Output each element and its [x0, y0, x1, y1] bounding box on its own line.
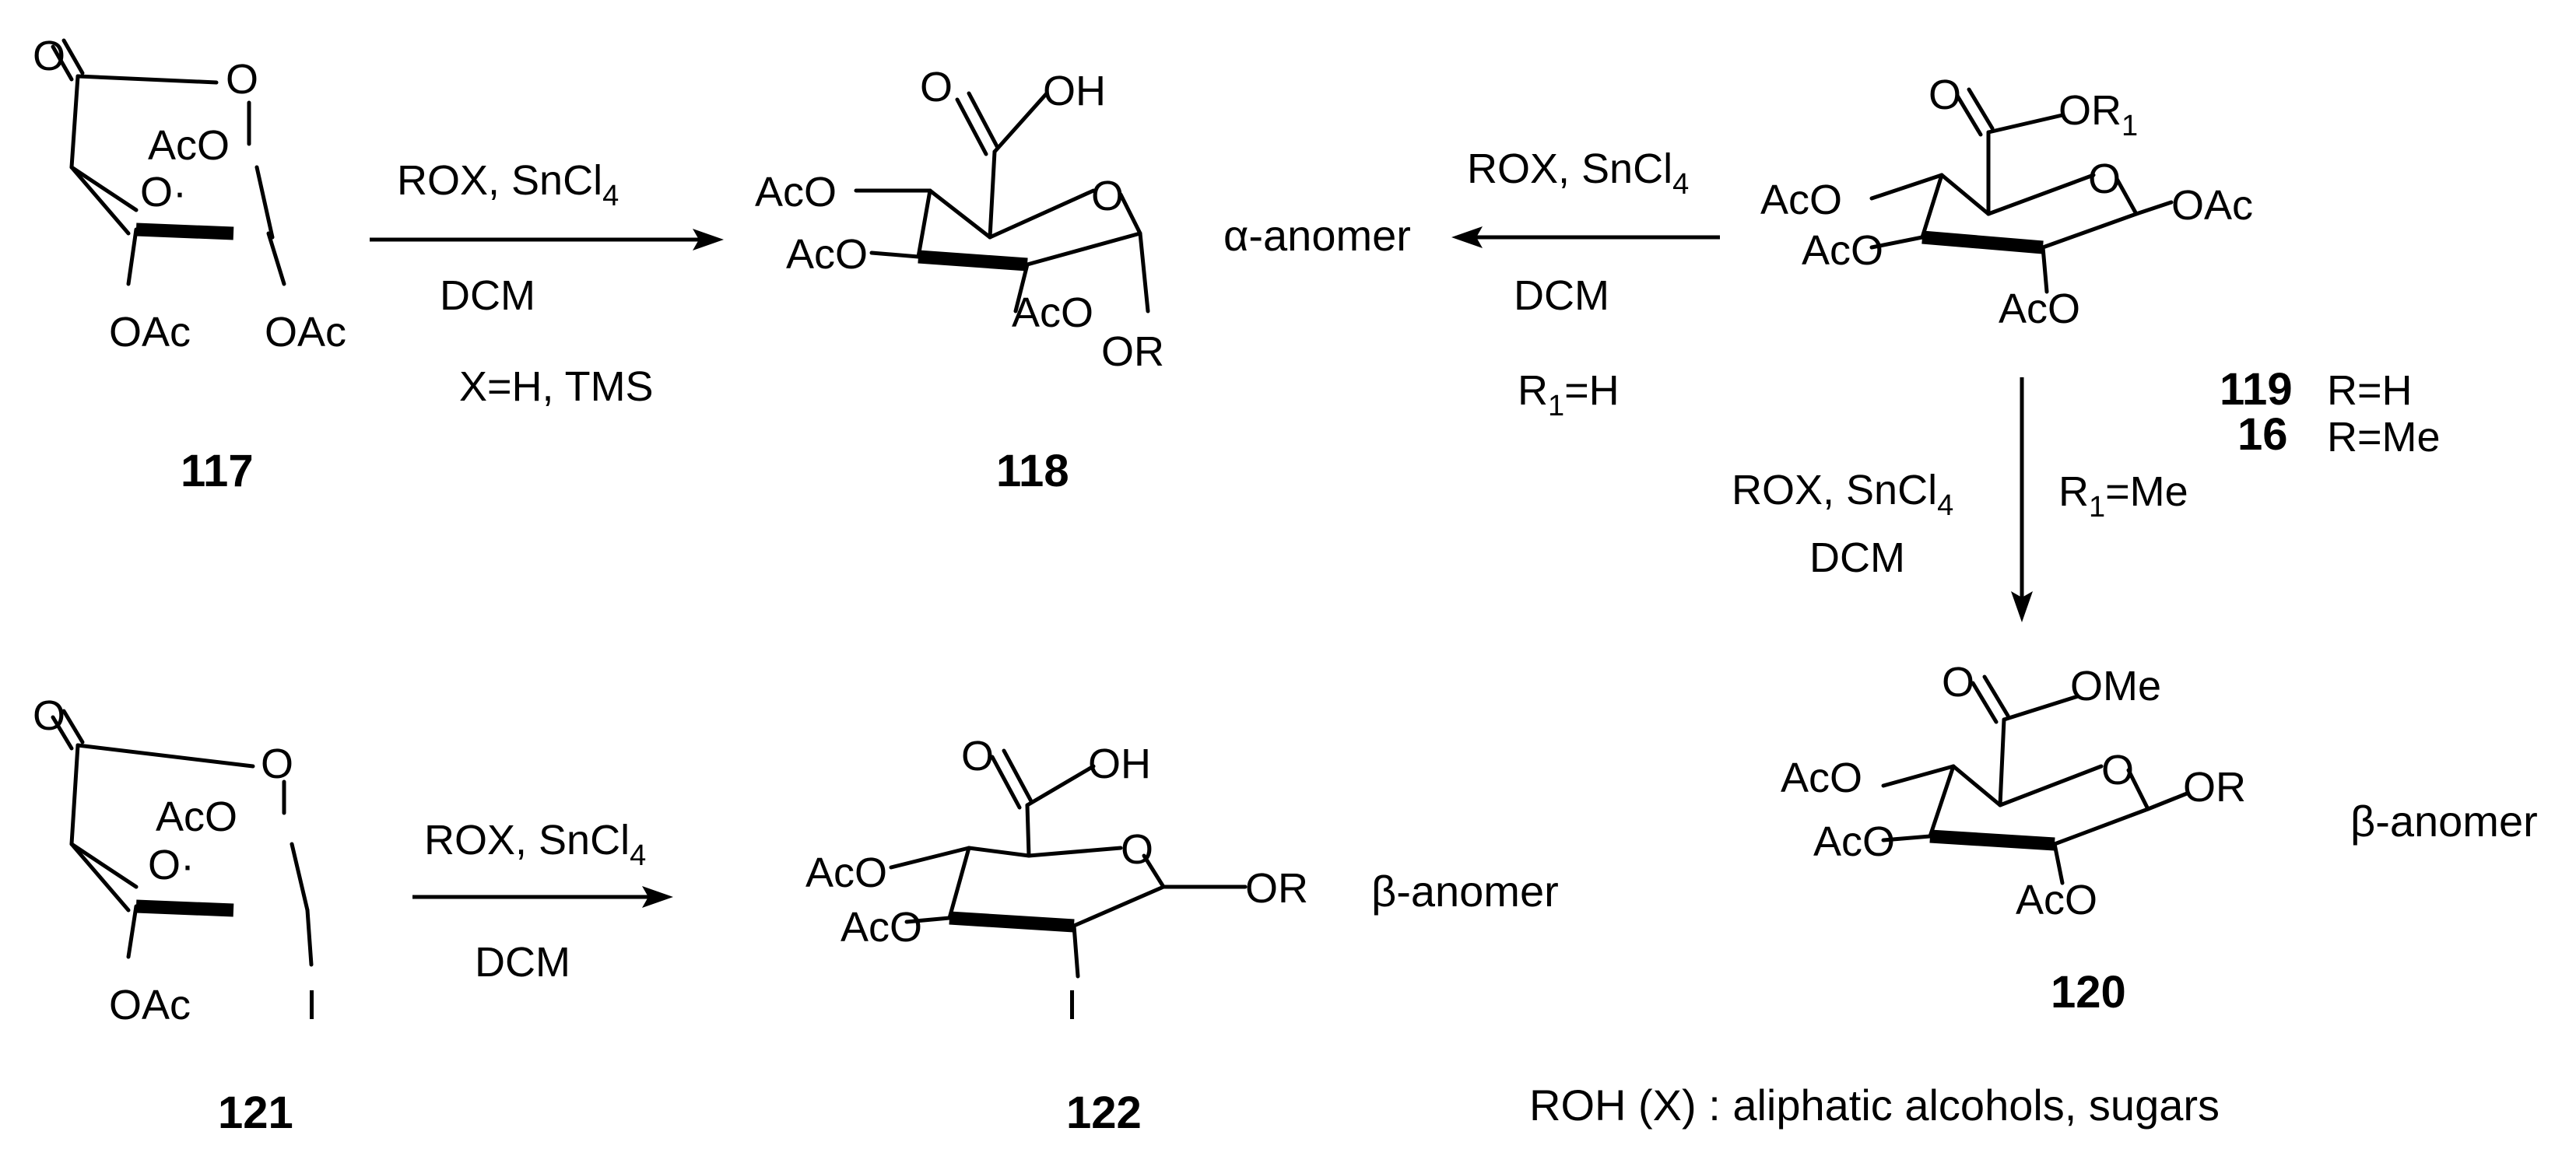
footnote-rox: ROH (X) : aliphatic alcohols, sugars [1529, 1081, 2220, 1130]
structure-118: O OH O AcO AcO AcO OR 118 [755, 64, 1164, 496]
aco-label-120b: AcO [1813, 818, 1895, 865]
structure-119: O OR1 O OAc AcO AcO AcO 119 R=H 16 R=Me [1760, 72, 2441, 461]
carbonyl-o-118: O [920, 64, 953, 110]
acid-oh-118: OH [1043, 68, 1106, 114]
reagent-4: ROX, SnCl4 [424, 817, 646, 872]
reaction-arrow-3: ROX, SnCl4 DCM R1=Me [1732, 377, 2188, 622]
compound-122-label: 122 [1066, 1088, 1142, 1138]
reaction-arrow-1: ROX, SnCl4 DCM X=H, TMS [370, 157, 724, 410]
ester-ome-120: OMe [2070, 663, 2161, 709]
structure-121: O O AcO O· OAc I 121 [33, 692, 318, 1138]
or-label-122: OR [1245, 865, 1308, 912]
aco-label-118a: AcO [755, 169, 837, 215]
ring-o-118: O [1091, 173, 1124, 219]
iodo-label-121: I [306, 982, 318, 1028]
beta-anomer-label-122: β-anomer [1371, 867, 1559, 916]
condition-1: X=H, TMS [459, 363, 654, 410]
compound-16-label: 16 [2237, 409, 2288, 460]
acid-oh-122: OH [1088, 741, 1151, 787]
ester-or1-119: OR1 [2058, 87, 2138, 142]
structure-117: O O AcO O· OAc OAc 117 [33, 33, 346, 496]
aco-label-122b: AcO [841, 904, 922, 951]
reaction-arrow-4: ROX, SnCl4 DCM [412, 817, 673, 986]
ring-o-117: O [226, 56, 258, 103]
aco-label-119a: AcO [1760, 177, 1842, 223]
solvent-2: DCM [1514, 272, 1609, 319]
solvent-3: DCM [1809, 534, 1905, 581]
bridge-o-117: O· [140, 169, 187, 215]
reagent-1: ROX, SnCl4 [397, 157, 619, 212]
structure-120: O OMe O OR AcO AcO AcO 120 [1781, 659, 2246, 1018]
carbonyl-o-121: O [33, 692, 65, 739]
compound-119-label: 119 [2220, 364, 2293, 415]
carbonyl-o-117: O [33, 33, 65, 79]
solvent-4: DCM [475, 939, 570, 986]
compound-121-label: 121 [218, 1088, 293, 1138]
condition-2: R1=H [1518, 367, 1620, 422]
oac-label-117a: OAc [109, 309, 191, 356]
alpha-anomer-label: α-anomer [1223, 211, 1411, 260]
compound-119-r: R=H [2327, 367, 2413, 414]
reagent-2: ROX, SnCl4 [1467, 145, 1689, 201]
aco-label-118c: AcO [1012, 289, 1093, 336]
compound-117-label: 117 [181, 446, 254, 496]
oac-label-119: OAc [2171, 182, 2253, 229]
ring-o-120: O [2101, 747, 2134, 793]
ring-o-122: O [1121, 826, 1153, 873]
carbonyl-o-122: O [961, 733, 994, 779]
or-label-120: OR [2183, 764, 2246, 811]
or-label-118: OR [1101, 328, 1164, 375]
aco-label-119b: AcO [1802, 227, 1883, 274]
aco-label-120a: AcO [1781, 755, 1862, 801]
ring-o-121: O [261, 741, 293, 787]
ring-o-119: O [2088, 156, 2121, 202]
compound-118-label: 118 [996, 446, 1069, 496]
aco-label-118b: AcO [786, 231, 868, 278]
carbonyl-o-119: O [1928, 72, 1961, 118]
aco-label-121: AcO [156, 793, 237, 840]
carbonyl-o-120: O [1942, 659, 1974, 706]
compound-16-r: R=Me [2327, 414, 2441, 461]
reagent-3: ROX, SnCl4 [1732, 467, 1953, 522]
aco-label-117a: AcO [148, 122, 230, 169]
oac-label-117b: OAc [265, 309, 346, 356]
solvent-1: DCM [440, 272, 535, 319]
beta-anomer-label-120: β-anomer [2350, 797, 2538, 846]
aco-label-120c: AcO [2016, 877, 2097, 923]
reaction-arrow-2: ROX, SnCl4 DCM R1=H [1451, 145, 1720, 422]
aco-label-119c: AcO [1999, 285, 2080, 332]
aco-label-122a: AcO [805, 849, 887, 896]
compound-120-label: 120 [2051, 967, 2126, 1018]
condition-3: R1=Me [2058, 468, 2188, 524]
oac-label-121: OAc [109, 982, 191, 1028]
iodo-label-122: I [1066, 982, 1078, 1028]
bridge-o-121: O· [148, 842, 195, 888]
structure-122: O OH O OR AcO AcO I 122 [805, 733, 1308, 1138]
